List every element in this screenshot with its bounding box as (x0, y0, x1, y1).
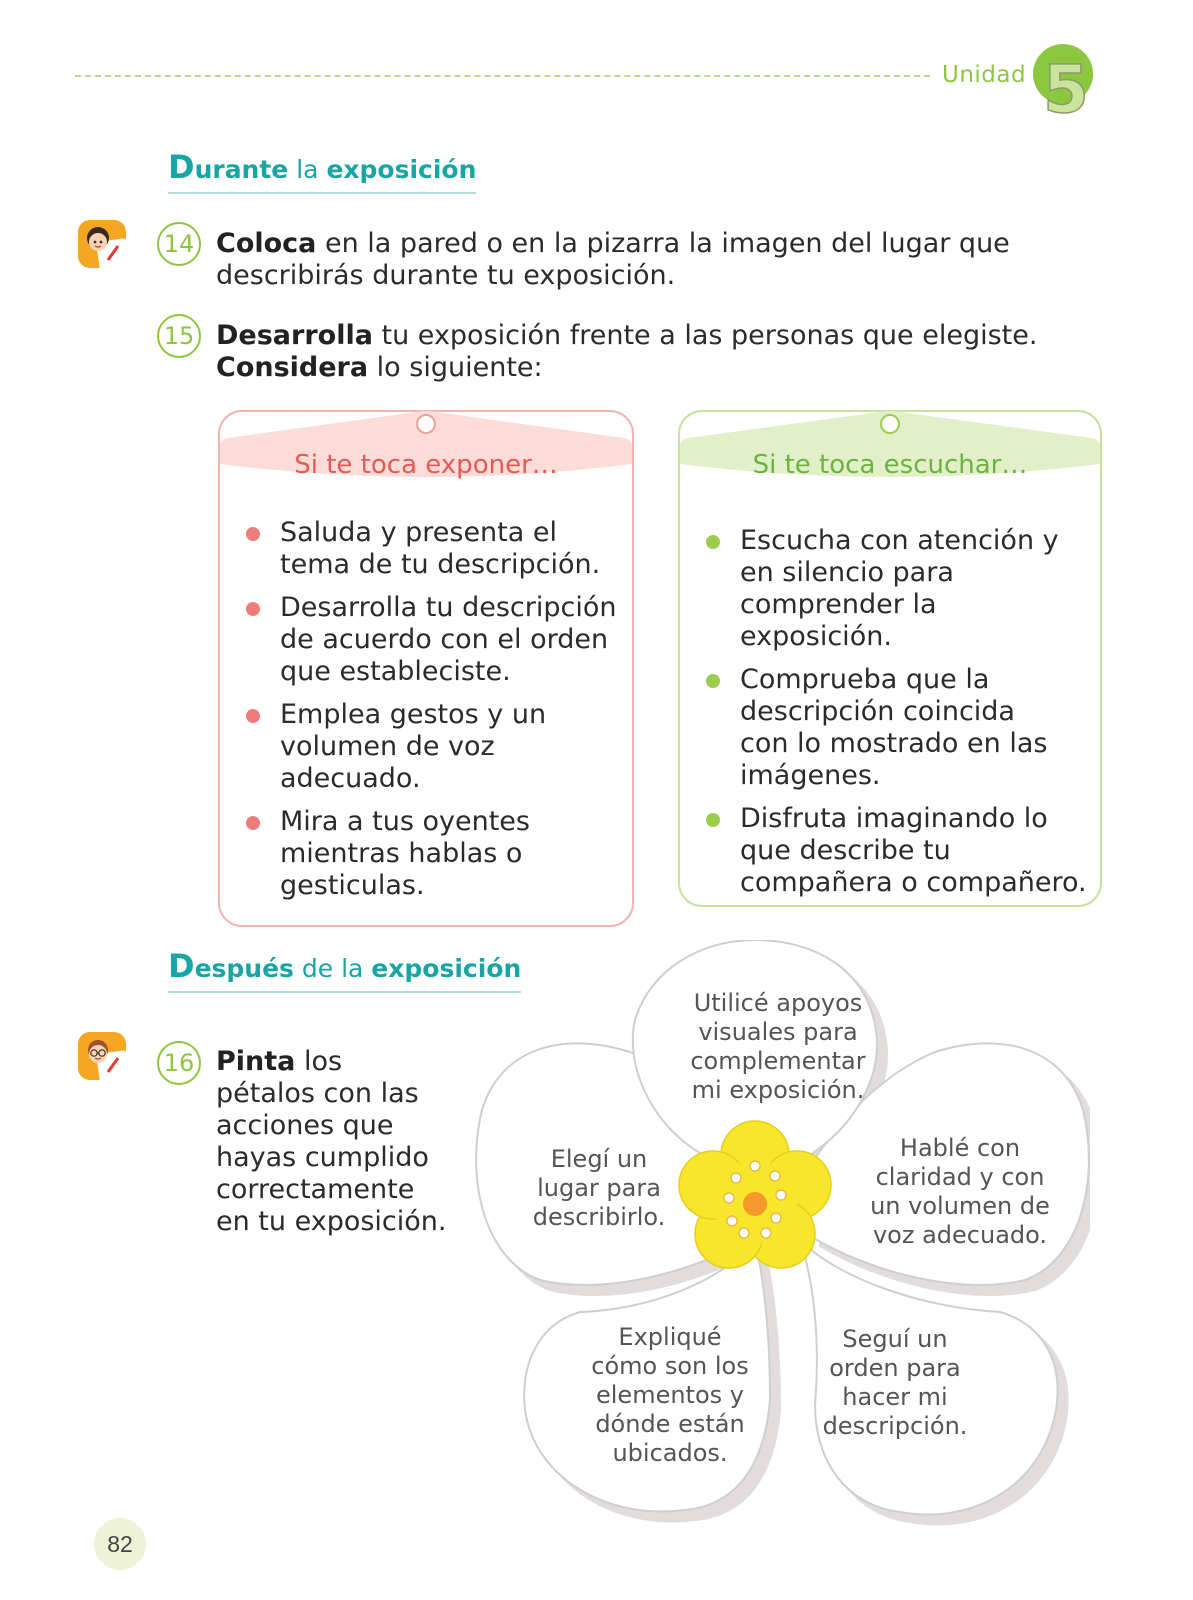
list-item-text: Emplea gestos y un volumen de voz adecua… (280, 699, 547, 794)
title-mid: de la (293, 954, 372, 983)
activity-14-line2: describirás durante tu exposición. (216, 260, 676, 291)
petal-line: hacer mi (842, 1383, 948, 1411)
activity-14-text: Coloca en la pared o en la pizarra la im… (216, 228, 1066, 292)
escuchar-list: Escucha con atención y en silencio para … (706, 525, 1092, 910)
petal-line: voz adecuado. (872, 1221, 1048, 1249)
list-item: Mira a tus oyentes mientras hablas o ges… (246, 806, 624, 902)
activity-15-rest2: lo siguiente: (368, 352, 543, 383)
card-exponer: Si te toca exponer… Saluda y presenta el… (218, 410, 634, 927)
card-escuchar-title: Si te toca escuchar… (752, 450, 1028, 480)
petal-line: visuales para (698, 1018, 858, 1046)
list-item: Saluda y presenta el tema de tu descripc… (246, 517, 624, 581)
card-escuchar-tag (680, 411, 1100, 477)
section-title-durante: Durante la exposición (168, 148, 477, 194)
activity-15-rest1: tu exposición frente a las personas que … (372, 320, 1038, 351)
petal-line: Utilicé apoyos (693, 989, 863, 1017)
activity-number-16: 16 (157, 1041, 201, 1085)
unit-label: Unidad (942, 62, 1027, 88)
petal-bottom-right-text: Seguí un orden para hacer mi descripción… (800, 1325, 990, 1441)
bullet-dot (246, 527, 260, 541)
activity-16-line: acciones que (216, 1110, 394, 1141)
bullet-dot (706, 674, 720, 688)
petal-line: cómo son los (591, 1352, 749, 1380)
activity-16-text: Pinta los pétalos con las acciones que h… (216, 1046, 476, 1238)
title-mid: la (288, 155, 327, 184)
list-item: Emplea gestos y un volumen de voz adecua… (246, 699, 624, 795)
petal-line: un volumen de (870, 1192, 1050, 1220)
petal-line: orden para (829, 1354, 961, 1382)
bullet-dot (706, 535, 720, 549)
list-item: Disfruta imaginando lo que describe tu c… (706, 803, 1092, 899)
activity-15-verb2: Considera (216, 352, 369, 383)
activity-14-rest: en la pared o en la pizarra la imagen de… (316, 228, 1010, 259)
activity-16-rest: los (295, 1046, 343, 1077)
yellow-flower-icon (678, 1120, 832, 1269)
card-exponer-tag (220, 411, 632, 477)
unit-number: 5 (1043, 51, 1089, 120)
list-item: Comprueba que la descripción coincida co… (706, 664, 1092, 792)
header-dashed-line (75, 75, 930, 77)
petal-line: elementos y (596, 1381, 744, 1409)
title-cap: D (168, 947, 195, 985)
petal-line: Expliqué (618, 1323, 722, 1351)
petal-line: Hablé con (899, 1134, 1021, 1162)
title-cap: D (168, 148, 195, 186)
exponer-list: Saluda y presenta el tema de tu descripc… (246, 517, 624, 913)
list-item-text: Saluda y presenta el tema de tu descripc… (280, 517, 601, 580)
activity-number-15: 15 (157, 314, 201, 358)
petal-line: lugar para (537, 1174, 661, 1202)
unit-number-badge: 5 (1033, 44, 1093, 120)
bullet-dot (246, 602, 260, 616)
list-item: Escucha con atención y en silencio para … (706, 525, 1092, 653)
bullet-dot (246, 816, 260, 830)
list-item: Desarrolla tu descripción de acuerdo con… (246, 592, 624, 688)
activity-16-line: correctamente (216, 1174, 415, 1205)
list-item-text: Comprueba que la descripción coincida co… (740, 664, 1048, 791)
petal-right-text: Hablé con claridad y con un volumen de v… (860, 1134, 1060, 1250)
activity-16-line: hayas cumplido (216, 1142, 429, 1173)
petal-line: descripción. (822, 1412, 968, 1440)
boy-writing-icon (78, 1032, 130, 1084)
list-item-text: Disfruta imaginando lo que describe tu c… (740, 803, 1087, 898)
card-exponer-title: Si te toca exponer… (294, 450, 558, 480)
bullet-dot (706, 813, 720, 827)
page-number: 82 (94, 1518, 146, 1570)
petal-line: complementar (690, 1047, 866, 1075)
title-bold: espués (194, 954, 294, 983)
petal-line: claridad y con (875, 1163, 1045, 1191)
petal-left-text: Elegí un lugar para describirlo. (514, 1145, 684, 1232)
petal-line: mi exposición. (691, 1076, 865, 1104)
list-item-text: Escucha con atención y en silencio para … (740, 525, 1059, 652)
section-title-despues: Después de la exposición (168, 947, 522, 993)
petal-line: Seguí un (842, 1325, 948, 1353)
activity-number-14: 14 (157, 222, 201, 266)
card-escuchar: Si te toca escuchar… Escucha con atenció… (678, 410, 1102, 907)
list-item-text: Desarrolla tu descripción de acuerdo con… (280, 592, 617, 687)
petal-bottom-left[interactable] (523, 1237, 772, 1513)
activity-16-line: pétalos con las (216, 1078, 419, 1109)
petal-line: describirlo. (532, 1203, 666, 1231)
title-bold2: exposición (371, 954, 522, 983)
flower-diagram (475, 940, 1090, 1516)
petal-bottom-left-text: Expliqué cómo son los elementos y dónde … (570, 1323, 770, 1468)
bullet-dot (246, 709, 260, 723)
petal-line: dónde están (595, 1410, 745, 1438)
petal-line: ubicados. (612, 1439, 728, 1467)
activity-14-verb: Coloca (216, 228, 317, 259)
activity-16-verb: Pinta (216, 1046, 296, 1077)
title-bold: urante (194, 155, 289, 184)
petal-top-text: Utilicé apoyos visuales para complementa… (668, 989, 888, 1105)
activity-15-text: Desarrolla tu exposición frente a las pe… (216, 320, 1086, 384)
petal-bottom-right[interactable] (799, 1239, 1059, 1516)
activity-16-line: en tu exposición. (216, 1206, 447, 1237)
petal-right[interactable] (809, 1042, 1090, 1286)
girl-writing-icon (78, 220, 130, 272)
list-item-text: Mira a tus oyentes mientras hablas o ges… (280, 806, 530, 901)
title-bold2: exposición (326, 155, 477, 184)
petal-line: Elegí un (550, 1145, 648, 1173)
activity-15-verb1: Desarrolla (216, 320, 373, 351)
